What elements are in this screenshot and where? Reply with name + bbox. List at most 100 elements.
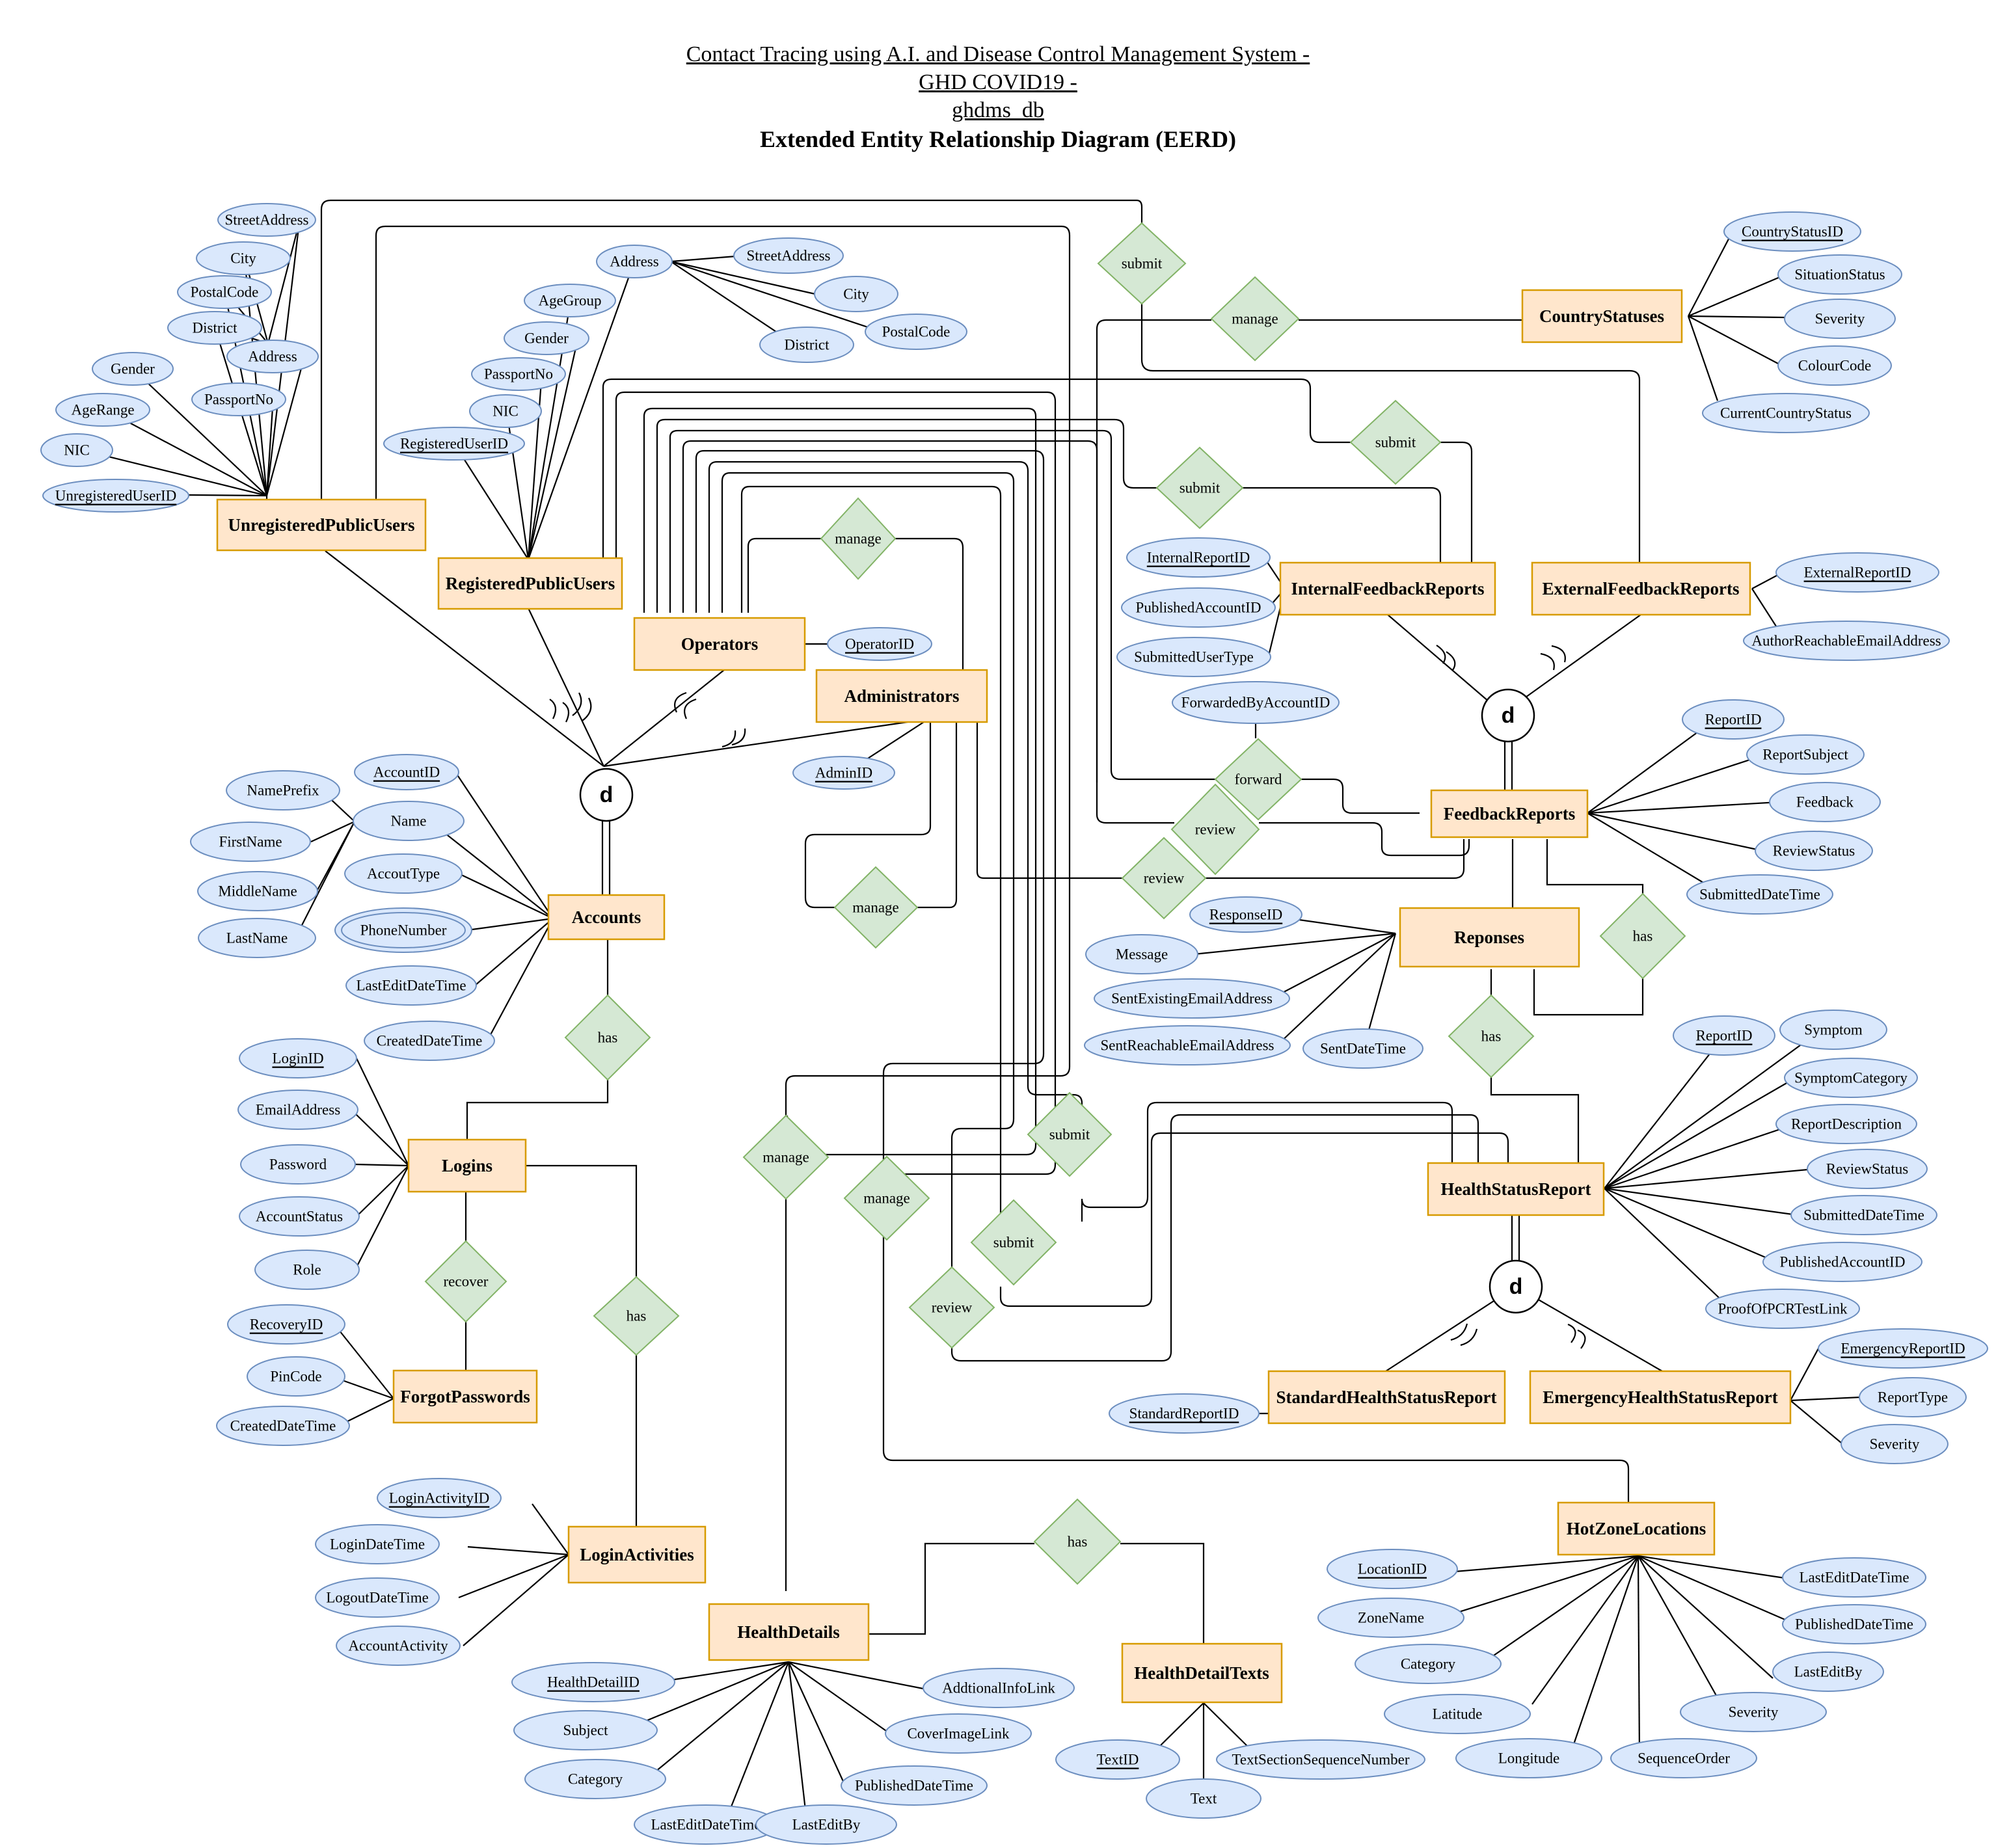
relationship-forward: forward: [1214, 738, 1302, 821]
diagram-title: Contact Tracing using A.I. and Disease C…: [0, 40, 1996, 154]
attr-country-situationstatus: SituationStatus: [1777, 254, 1902, 295]
attribute-label: City: [230, 250, 256, 267]
attr-accounts-accountid: AccountID: [354, 754, 459, 790]
attribute-label: InternalReportID: [1147, 550, 1250, 566]
attribute-label: Role: [293, 1262, 321, 1278]
attribute-label: Gender: [524, 330, 569, 347]
attr-logins-role: Role: [254, 1250, 360, 1290]
attr-accounts-firstname: FirstName: [190, 822, 311, 862]
attr-hsr-symptomcategory: SymptomCategory: [1784, 1058, 1918, 1098]
attribute-label: PinCode: [270, 1369, 321, 1385]
attr-loginact-logoutdatetime: LogoutDateTime: [315, 1577, 440, 1618]
attr-hotzone-lasteditdatetime: LastEditDateTime: [1782, 1557, 1926, 1598]
entity-health-status-report: HealthStatusReport: [1427, 1162, 1605, 1216]
attribute-label: AdminID: [815, 765, 872, 781]
attr-hd-subject: Subject: [513, 1710, 658, 1750]
attribute-label: PublishedAccountID: [1136, 600, 1261, 616]
attr-external-authorreachableemailaddress: AuthorReachableEmailAddress: [1743, 621, 1950, 661]
attribute-label: Operators: [681, 634, 758, 654]
attr-loginact-logindatetime: LoginDateTime: [315, 1524, 440, 1564]
relationship-manage-hotzone: manage: [843, 1155, 930, 1241]
relationship-label: review: [1144, 870, 1185, 887]
attribute-label: Address: [610, 254, 658, 270]
attr-unreg-unregistereduserid: UnregisteredUserID: [42, 479, 189, 513]
attribute-label: EmergencyHealthStatusReport: [1543, 1387, 1777, 1407]
attribute-label: Accounts: [572, 907, 641, 927]
attribute-label: LogoutDateTime: [326, 1590, 429, 1606]
attribute-label: SubmittedDateTime: [1803, 1207, 1924, 1224]
attr-accounts-createddatetime: CreatedDateTime: [364, 1021, 495, 1061]
attr-country-countrystatusid: CountryStatusID: [1723, 211, 1861, 252]
attribute-label: OperatorID: [845, 636, 914, 652]
attribute-label: StreetAddress: [746, 248, 830, 264]
attr-unreg-gender: Gender: [92, 352, 174, 386]
attribute-label: RecoveryID: [250, 1317, 323, 1333]
disjoint-circle-healthstatus: d: [1489, 1259, 1543, 1314]
attribute-label: RegisteredPublicUsers: [446, 574, 615, 593]
attr-internal-publishedaccountid: PublishedAccountID: [1121, 587, 1276, 628]
attribute-label: AuthorReachableEmailAddress: [1751, 633, 1941, 649]
attribute-label: Administrators: [844, 686, 960, 706]
attr-hsr-reportdescription: ReportDescription: [1775, 1104, 1917, 1144]
attribute-label: HotZoneLocations: [1567, 1519, 1706, 1538]
attr-standard-standardreportid: StandardReportID: [1109, 1393, 1260, 1434]
attr-hd-lasteditby: LastEditBy: [755, 1804, 897, 1845]
attribute-label: Reponses: [1454, 928, 1524, 947]
attr-operators-operatorid: OperatorID: [827, 627, 932, 661]
attr-feedback-reportid: ReportID: [1682, 699, 1785, 740]
attribute-label: AgeGroup: [538, 293, 601, 309]
attr-hotzone-latitude: Latitude: [1384, 1694, 1531, 1734]
attr-unreg-address: Address: [226, 340, 319, 373]
title-line-4: Extended Entity Relationship Diagram (EE…: [759, 126, 1237, 152]
attr-hsr-proofofpcrtestlink: ProofOfPCRTestLink: [1705, 1289, 1860, 1329]
relationship-review-hsr: review: [908, 1266, 995, 1349]
attribute-label: PublishedAccountID: [1780, 1254, 1906, 1270]
attribute-label: TextID: [1097, 1752, 1139, 1768]
attr-loginact-loginactivityid: LoginActivityID: [377, 1478, 502, 1518]
attr-internal-internalreportid: InternalReportID: [1126, 537, 1271, 578]
attribute-label: StreetAddress: [224, 212, 308, 228]
attribute-label: CurrentCountryStatus: [1720, 405, 1852, 422]
entity-health-details: HealthDetails: [708, 1603, 870, 1661]
attr-accounts-middlename: MiddleName: [197, 871, 318, 911]
entity-accounts: Accounts: [547, 894, 666, 941]
attr-unreg-agerange: AgeRange: [55, 393, 150, 427]
attribute-label: PassportNo: [484, 366, 553, 382]
entity-country-statuses: CountryStatuses: [1521, 289, 1683, 343]
attribute-label: AccoutType: [367, 866, 440, 882]
attr-hotzone-longitude: Longitude: [1455, 1738, 1602, 1778]
attr-resp-sentexistingemailaddress: SentExistingEmailAddress: [1094, 978, 1290, 1019]
attr-logins-emailaddress: EmailAddress: [237, 1090, 358, 1130]
relationship-label: has: [1068, 1534, 1088, 1550]
title-line-1: Contact Tracing using A.I. and Disease C…: [686, 42, 1310, 66]
attr-resp-sentreachableemailaddress: SentReachableEmailAddress: [1084, 1025, 1291, 1065]
attr-feedback-feedback: Feedback: [1769, 782, 1881, 822]
attribute-label: StandardHealthStatusReport: [1276, 1387, 1496, 1407]
attr-hotzone-lasteditby: LastEditBy: [1772, 1652, 1884, 1692]
attribute-label: SubmittedDateTime: [1699, 887, 1820, 903]
attr-hotzone-locationid: LocationID: [1327, 1549, 1458, 1589]
attr-country-colourcode: ColourCode: [1777, 345, 1892, 386]
attr-hsr-publishedaccountid: PublishedAccountID: [1762, 1242, 1922, 1282]
relationship-label: submit: [1122, 256, 1163, 272]
attr-accounts-nameprefix: NamePrefix: [226, 770, 340, 810]
attr-forgot-createddatetime: CreatedDateTime: [216, 1406, 350, 1446]
attribute-label: NIC: [492, 403, 519, 420]
relationship-label: review: [1195, 822, 1236, 838]
attribute-label: SubmittedUserType: [1134, 649, 1254, 665]
relationship-submit-internal: submit: [1155, 446, 1244, 529]
attribute-label: PostalCode: [191, 284, 259, 301]
attribute-label: ExternalFeedbackReports: [1543, 579, 1740, 598]
attribute-label: Feedback: [1796, 794, 1854, 810]
relationship-label: manage: [863, 1190, 910, 1207]
attribute-label: CountryStatuses: [1539, 306, 1664, 326]
relationship-label: has: [598, 1030, 618, 1046]
attr-reg-passportno: PassportNo: [471, 357, 566, 391]
attribute-label: LastEditBy: [792, 1817, 861, 1833]
attribute-label: SentDateTime: [1320, 1041, 1406, 1057]
entity-feedback-reports: FeedbackReports: [1430, 789, 1589, 838]
attr-loginact-accountactivity: AccountActivity: [336, 1626, 461, 1666]
disjoint-label: d: [1509, 1274, 1523, 1299]
attribute-label: ReportID: [1696, 1028, 1753, 1044]
